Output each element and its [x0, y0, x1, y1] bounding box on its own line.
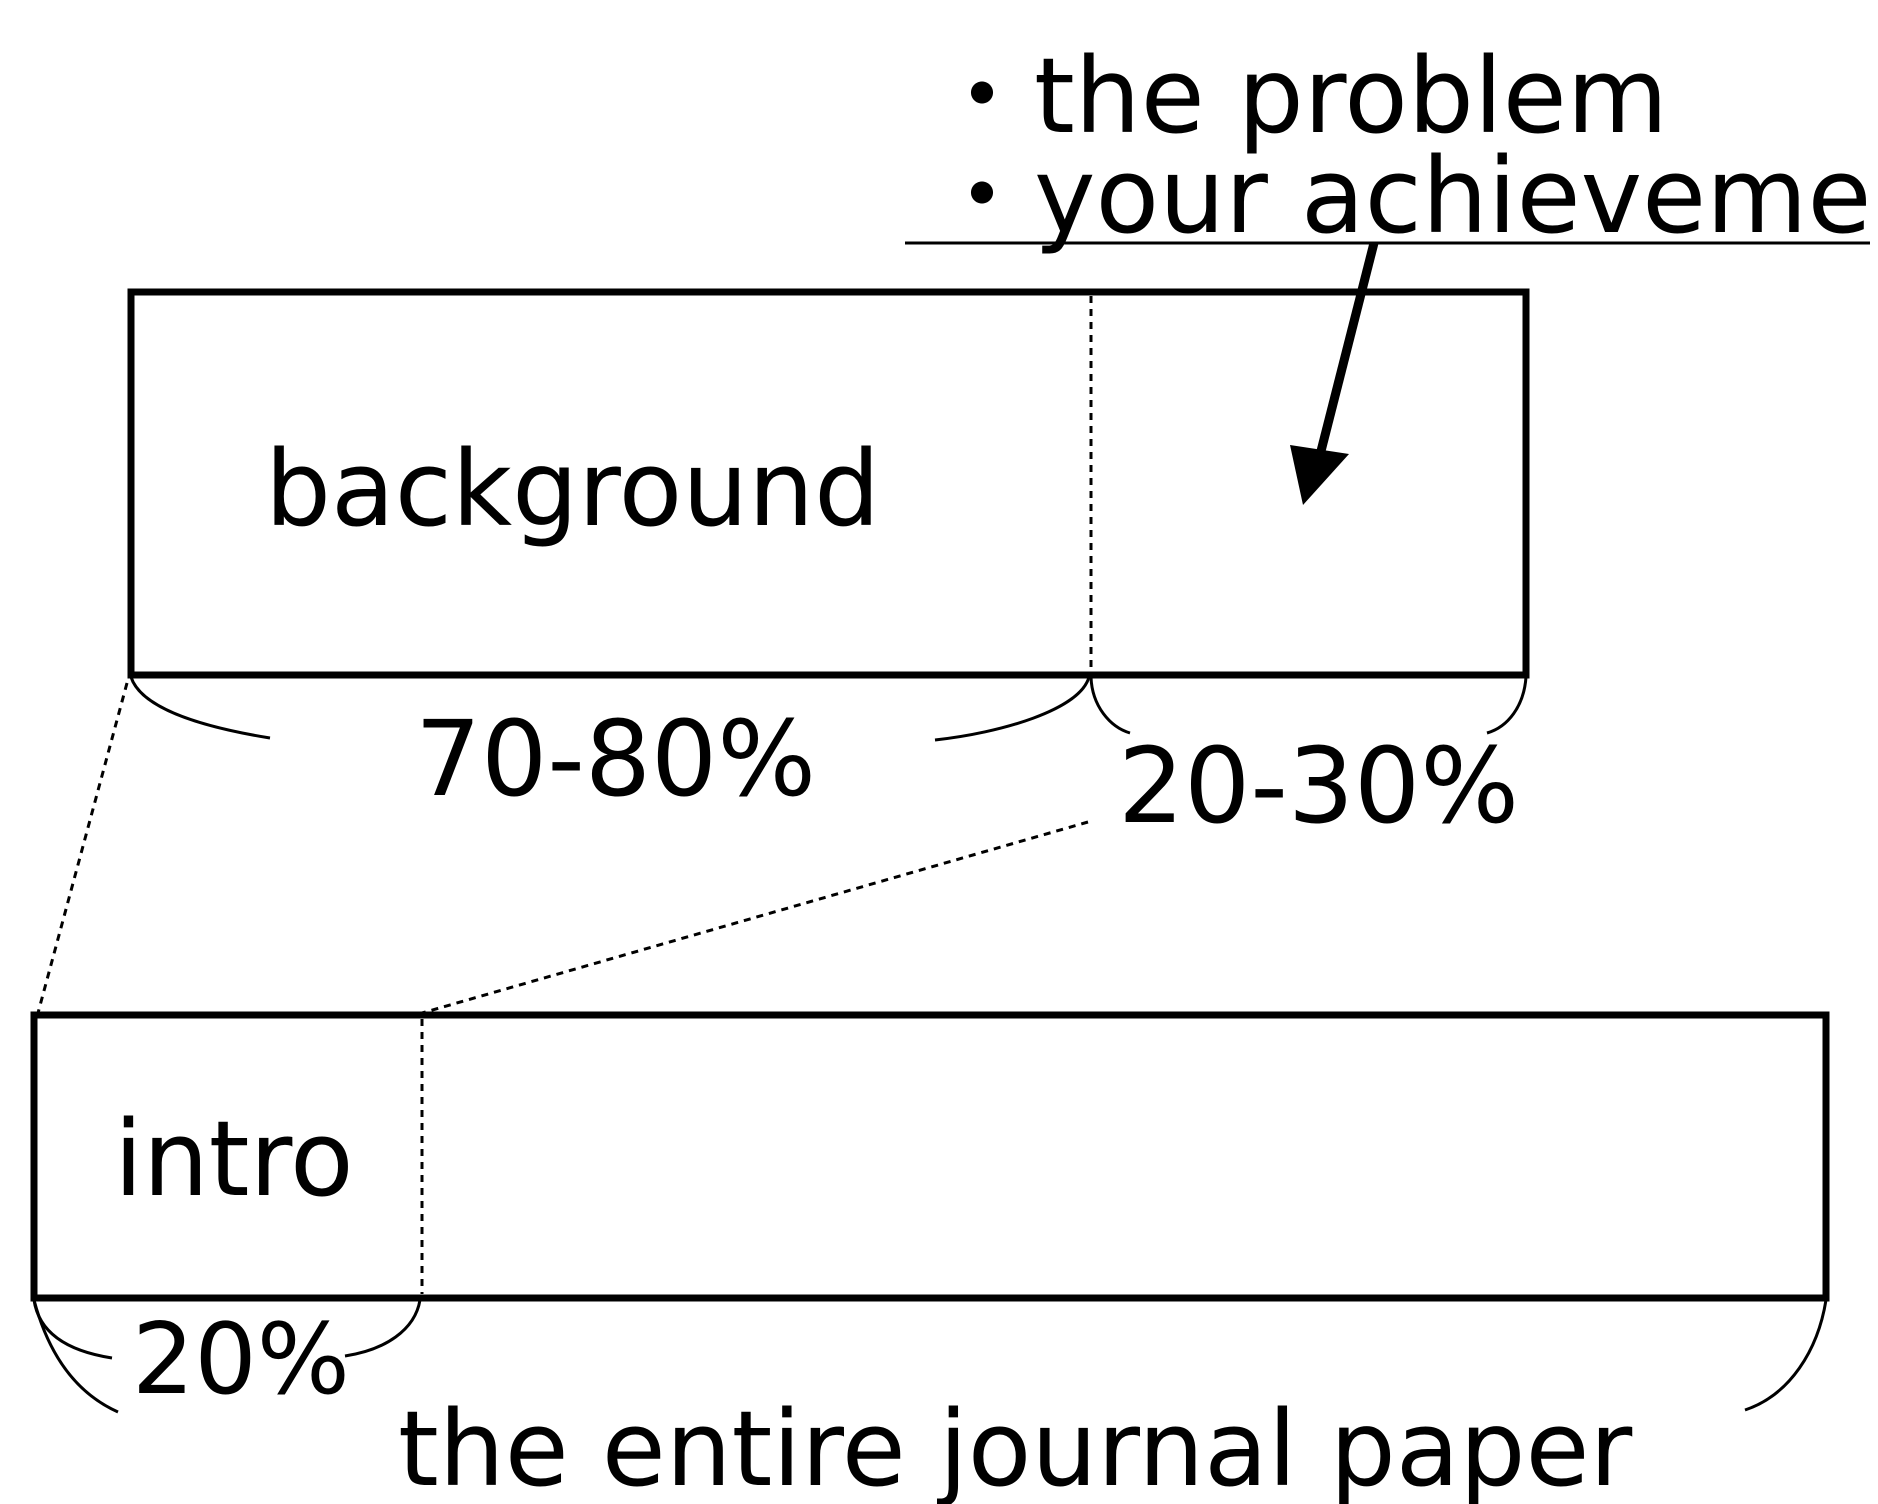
intro-share: 20% [132, 1303, 350, 1417]
bullet-the-problem: ・the problem [930, 35, 1668, 157]
background-brace [129, 676, 1091, 742]
achievement-brace [1089, 676, 1528, 735]
intro-label: intro [114, 1098, 354, 1220]
background-share: 70-80% [415, 698, 816, 820]
bullet-your-achievement: ・your achievement [930, 135, 1878, 257]
zoom-line-left [36, 682, 129, 1014]
paper-box [30, 1011, 1830, 1302]
introduction-box [127, 288, 1530, 679]
achievement-share: 20-30% [1118, 725, 1519, 847]
zoom-line-right [421, 820, 1089, 1015]
paper-brace [32, 1299, 1828, 1414]
paper-caption: the entire journal paper [398, 1388, 1633, 1504]
arrow-down-left-icon [1290, 241, 1379, 505]
background-label: background [265, 428, 880, 550]
